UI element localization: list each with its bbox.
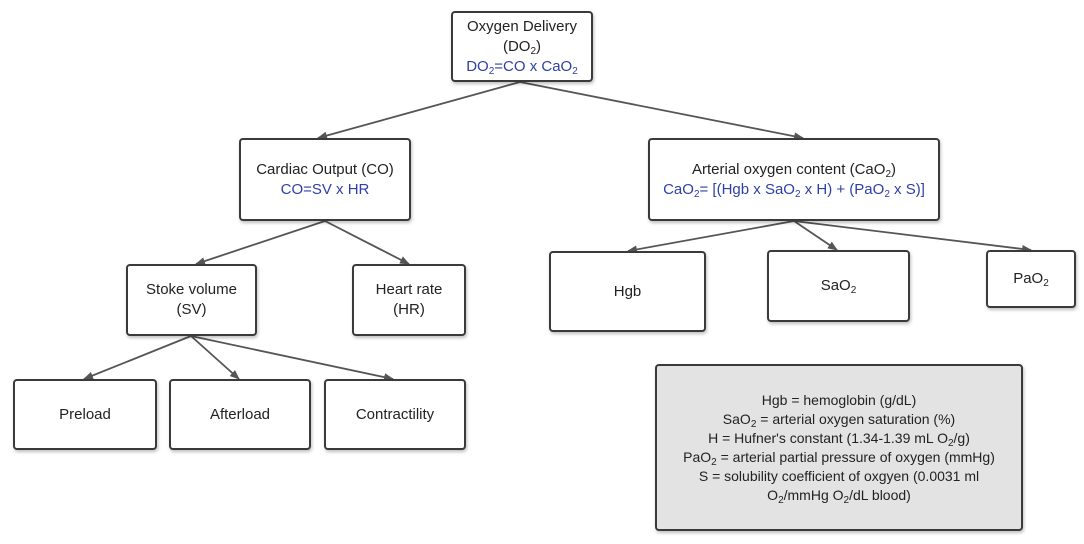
contractility-label: Contractility [355, 405, 435, 423]
do2-abbr: (DO2) [502, 37, 542, 57]
co-title: Cardiac Output (CO) [256, 160, 394, 178]
do2-title: Oxygen Delivery [466, 17, 578, 35]
node-oxygen-delivery: Oxygen Delivery (DO2) DO2=CO x CaO2 [451, 11, 593, 82]
arrow-do2-to-co [317, 81, 521, 140]
arrow-co-to-hr [324, 220, 410, 265]
node-afterload: Afterload [169, 379, 311, 450]
legend-s: S = solubility coefficient of oxgyen (0.… [698, 467, 980, 484]
sao2-label: SaO2 [820, 277, 857, 296]
cao2-formula: CaO2= [(Hgb x SaO2 x H) + (PaO2 x S)] [663, 180, 925, 200]
arrow-sv-to-preload [83, 335, 192, 380]
arrow-cao2-to-sao2 [793, 220, 838, 251]
hgb-label: Hgb [613, 282, 642, 300]
node-pao2: PaO2 [986, 250, 1076, 308]
legend-h: H = Hufner's constant (1.34-1.39 mL O2/g… [708, 429, 970, 449]
legend-box: Hgb = hemoglobin (g/dL) SaO2 = arterial … [655, 364, 1023, 531]
sv-line1: Stoke volume [146, 281, 237, 298]
do2-formula: DO2=CO x CaO2 [466, 57, 578, 77]
node-arterial-oxygen-content: Arterial oxygen content (CaO2) CaO2= [(H… [648, 138, 940, 221]
preload-label: Preload [59, 405, 111, 423]
node-cardiac-output: Cardiac Output (CO) CO=SV x HR [239, 138, 411, 221]
legend-pao2: PaO2 = arterial partial pressure of oxyg… [683, 448, 995, 468]
arrow-cao2-to-pao2 [793, 220, 1032, 253]
legend-s-units: O2/mmHg O2/dL blood) [767, 486, 911, 506]
hr-line1: Heart rate [375, 281, 443, 298]
arrow-cao2-to-hgb [627, 220, 795, 254]
node-sao2: SaO2 [767, 250, 910, 322]
node-contractility: Contractility [324, 379, 466, 450]
node-stroke-volume: Stoke volume (SV) [126, 264, 257, 336]
co-formula: CO=SV x HR [280, 180, 370, 198]
cao2-title: Arterial oxygen content (CaO2) [692, 160, 896, 180]
node-hgb: Hgb [549, 251, 706, 332]
pao2-label: PaO2 [1013, 270, 1049, 289]
node-preload: Preload [13, 379, 157, 450]
arrow-do2-to-cao2 [519, 81, 804, 141]
arrow-sv-to-contractility [190, 335, 394, 382]
node-heart-rate: Heart rate (HR) [352, 264, 466, 336]
sv-line2: (SV) [176, 301, 207, 318]
legend-sao2: SaO2 = arterial oxygen saturation (%) [722, 410, 956, 430]
arrow-sv-to-afterload [190, 335, 240, 380]
legend-hgb: Hgb = hemoglobin (g/dL) [761, 391, 917, 408]
hr-line2: (HR) [393, 301, 425, 318]
afterload-label: Afterload [209, 405, 271, 423]
arrow-co-to-sv [195, 220, 326, 265]
